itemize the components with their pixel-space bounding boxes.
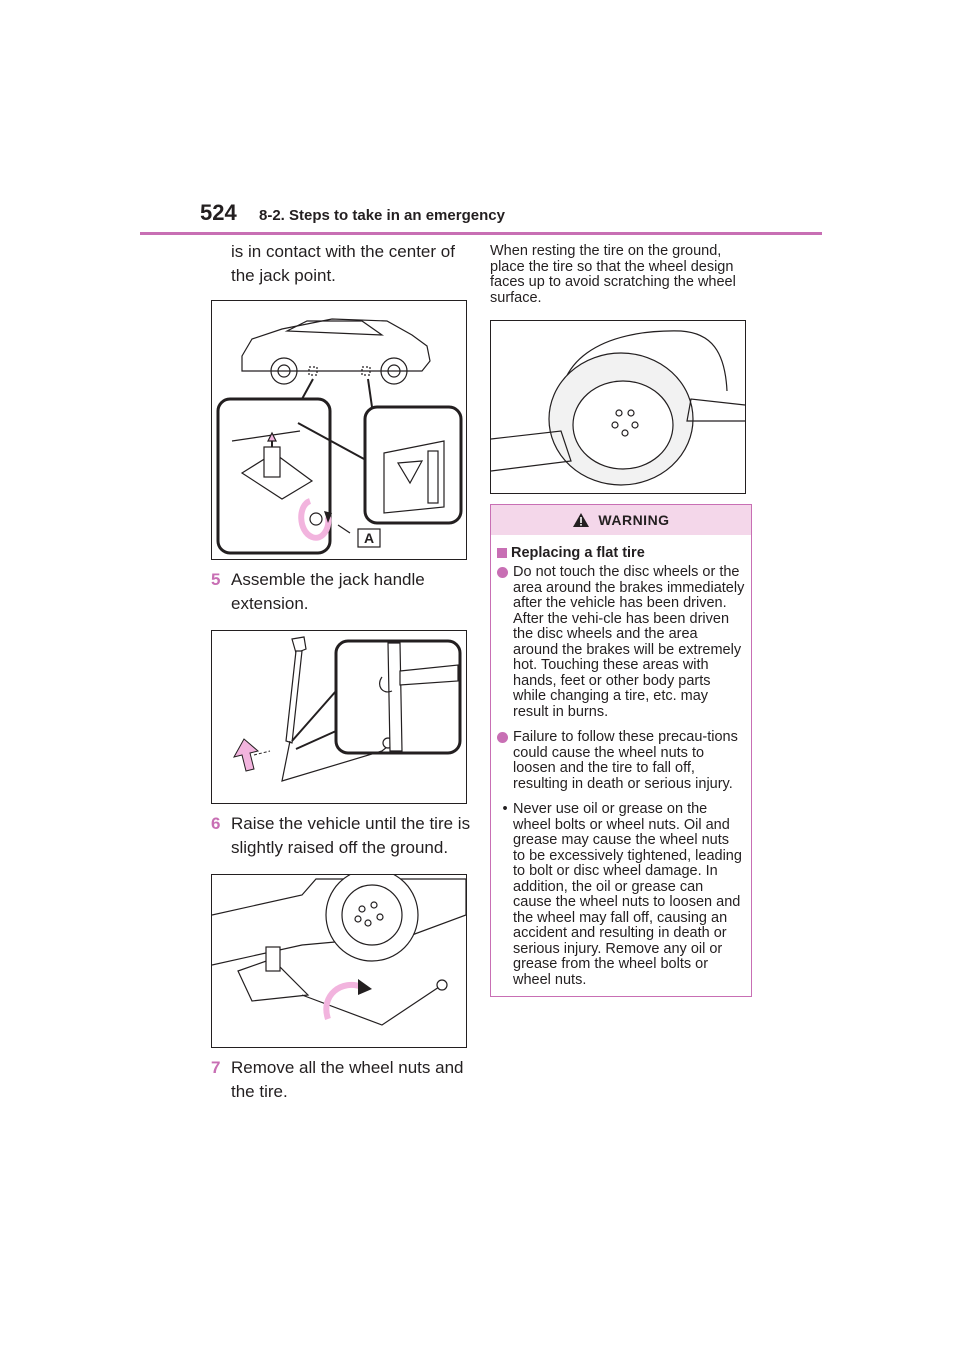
- step-6-number: 6: [211, 814, 221, 833]
- step-5-number: 5: [211, 570, 221, 589]
- page-number: 524: [200, 200, 237, 225]
- circle-bullet-icon: [497, 567, 508, 578]
- warning-item-text: Failure to follow these precau-tions cou…: [513, 729, 738, 792]
- step-6-text: Raise the vehicle until the tire is slig…: [231, 814, 471, 857]
- figure-jack-handle: [211, 630, 467, 804]
- tire-placement-note: When resting the tire on the ground, pla…: [490, 243, 736, 306]
- warning-title: WARNING: [598, 512, 670, 528]
- jack-point-detail: [383, 440, 445, 514]
- vehicle-wheel-illustration: [212, 875, 466, 966]
- figure-jack-point: A: [211, 300, 467, 560]
- warning-item-text: Do not touch the disc wheels or the area…: [513, 564, 745, 720]
- figure-resting-tire: [490, 320, 746, 494]
- step-5: 5 Assemble the jack handle extension.: [211, 568, 471, 616]
- square-bullet-icon: [497, 548, 507, 558]
- step-5-text: Assemble the jack handle extension.: [231, 570, 425, 613]
- circle-bullet-icon: [497, 732, 508, 743]
- warning-box: WARNING Replacing a flat tire Do not tou…: [490, 504, 752, 997]
- step-7-number: 7: [211, 1058, 221, 1077]
- scissor-jack: [231, 430, 323, 526]
- warning-heading-text: Replacing a flat tire: [511, 545, 645, 561]
- vehicle-side-illustration: [241, 318, 431, 385]
- assembly-arrow: [233, 738, 260, 772]
- section-title: 8-2. Steps to take in an emergency: [259, 207, 505, 224]
- header-rule: [140, 232, 822, 235]
- step-6: 6 Raise the vehicle until the tire is sl…: [211, 812, 471, 860]
- warning-header: WARNING: [491, 505, 751, 535]
- warning-sub-item-text: Never use oil or grease on the wheel bol…: [513, 801, 742, 988]
- step-7-text: Remove all the wheel nuts and the tire.: [231, 1058, 464, 1101]
- warning-sub-item: • Never use oil or grease on the wheel b…: [497, 801, 745, 988]
- rotate-arrow: [323, 982, 364, 1020]
- warning-item: Failure to follow these precau-tions cou…: [497, 729, 745, 792]
- figure-raise-vehicle: [211, 874, 467, 1048]
- continuation-text: is in contact with the center of the jac…: [231, 242, 455, 285]
- warning-heading: Replacing a flat tire: [497, 545, 745, 561]
- rotate-arrow: [298, 498, 332, 541]
- callout-a: A: [364, 530, 374, 546]
- warning-item: Do not touch the disc wheels or the area…: [497, 564, 745, 720]
- left-column: is in contact with the center of the jac…: [211, 240, 471, 1104]
- tire-on-ground-illustration: [491, 330, 745, 486]
- raised-jack: [237, 946, 448, 1026]
- bullet-dot-icon: •: [502, 801, 508, 817]
- right-column: When resting the tire on the ground, pla…: [490, 243, 752, 997]
- step-7: 7 Remove all the wheel nuts and the tire…: [211, 1056, 471, 1104]
- warning-body: Replacing a flat tire Do not touch the d…: [491, 535, 751, 996]
- handle-connection-detail: [379, 642, 459, 752]
- warning-triangle-icon: [573, 513, 590, 527]
